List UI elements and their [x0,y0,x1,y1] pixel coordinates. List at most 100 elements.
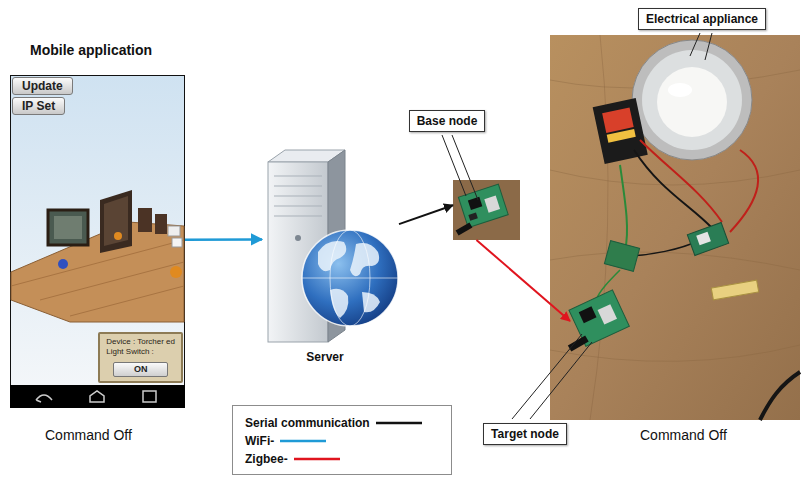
hardware-photo-part-part [602,108,634,133]
hardware-photo-part [632,40,752,160]
legend-line [280,440,326,443]
phone-screen-part [70,286,184,316]
phone-screen-part [104,196,128,246]
server-icon-part [302,230,398,326]
hardware-photo-part [657,67,727,137]
serial-arrow [399,205,453,224]
leader-line [512,334,582,419]
hardware-photo-part [593,98,648,164]
hardware-photo-part [634,150,712,228]
phone-screen-part [11,222,184,322]
hardware-photo-part [687,223,728,256]
hardware-photo-part [620,165,627,250]
phone-screen-part [138,208,152,232]
legend-line [376,422,422,425]
legend-text: Serial communication [245,416,370,430]
leader-line [442,135,466,196]
hardware-photo-part-part [593,98,648,164]
server-icon-part [274,196,322,197]
hardware-photo-part [642,50,742,150]
base-node-photo-part-part [468,197,483,210]
hardware-photo-part [760,372,800,420]
phone-screen-part [143,391,156,402]
dialog-panel: Device : Torcher edLight Switch :ON [98,332,183,383]
phone-screen-part [168,226,180,236]
phone-screen-part [100,190,132,253]
caption-text: Command Off [45,427,132,443]
server-icon-part [274,206,322,207]
hardware-photo-part [640,140,722,222]
base-node-photo-part [458,184,508,227]
server-icon [268,150,398,342]
server-label: Server [306,350,343,364]
phone-screen-part [36,395,52,402]
zigbee-arrow [476,240,570,321]
legend-sample [280,437,326,445]
button-text: ON [134,364,148,375]
hardware-photo-part [550,35,800,420]
legend-sample [294,455,340,463]
legend-row: Zigbee- [245,450,451,468]
electrical-appliance: Electrical appliance [630,38,754,162]
server-icon-part [350,243,379,276]
server: Server [262,150,399,368]
base-node-photo-part-part [484,196,500,213]
leader-line [530,342,592,419]
server-icon-part [302,230,398,326]
hardware-photo-part [696,232,711,246]
server-icon-part [274,176,322,177]
hardware-photo-part [630,240,700,256]
server-icon-part [302,278,398,279]
switch-text: Light Switch : [106,347,175,357]
phone-screen-part [170,266,182,278]
app-title: Mobile application [30,42,152,58]
phone-screen-part [11,76,184,385]
leader-line [705,33,712,60]
hardware-photo-part [590,35,608,420]
server-icon-part [274,186,322,187]
legend-row: Serial communication [245,414,451,432]
hardware-photo-part-part [607,129,636,143]
legend-text: Zigbee- [245,452,288,466]
on-button: ON [113,362,169,377]
hardware-photo-part-part [598,304,617,324]
ipset-button: IP Set [12,97,65,115]
leader-line [690,33,700,56]
phone-screen-part [10,75,185,408]
hardware-photo-part [604,241,639,272]
button-text: IP Set [22,99,55,113]
hardware-photo-part [569,290,629,347]
base-node-photo-part-part [468,213,477,221]
legend-line [294,458,340,461]
callout-box: Base node [409,110,486,132]
legend-box: Serial communicationWiFi- Zigbee- [232,405,452,475]
caption-text: Command Off [640,427,727,443]
hardware-photo-part [550,252,800,270]
phone-screen-part [90,391,104,402]
phone-screen-part [48,210,88,245]
legend-text: WiFi- [245,434,274,448]
update-button: Update [12,77,73,95]
hardware-photo-part-part [579,306,597,323]
hardware-photo-part [730,150,758,232]
phone-screen-part [155,214,167,234]
callout-box: Target node [483,423,567,445]
callout-box: Electrical appliance [638,8,766,30]
phone-screen-part [10,385,185,408]
hardware-photo-part-part [569,290,629,347]
phone-screen-part [54,216,82,239]
target-node: Target node [570,290,632,352]
server-icon-part [295,235,301,241]
hardware-photo [550,35,800,420]
base-node: Base node [453,180,520,240]
phone-screen-part [172,238,182,247]
phone-screen [10,75,185,408]
hardware-photo-part [668,83,692,97]
phone-app: Mobile applicationUpdateIP SetDevice : T… [10,75,185,408]
phone-screen-part [114,232,122,240]
wifi-arrow [185,238,262,241]
legend-row: WiFi- [245,432,451,450]
leader-line [452,135,478,200]
phone-screen-part [11,240,184,286]
